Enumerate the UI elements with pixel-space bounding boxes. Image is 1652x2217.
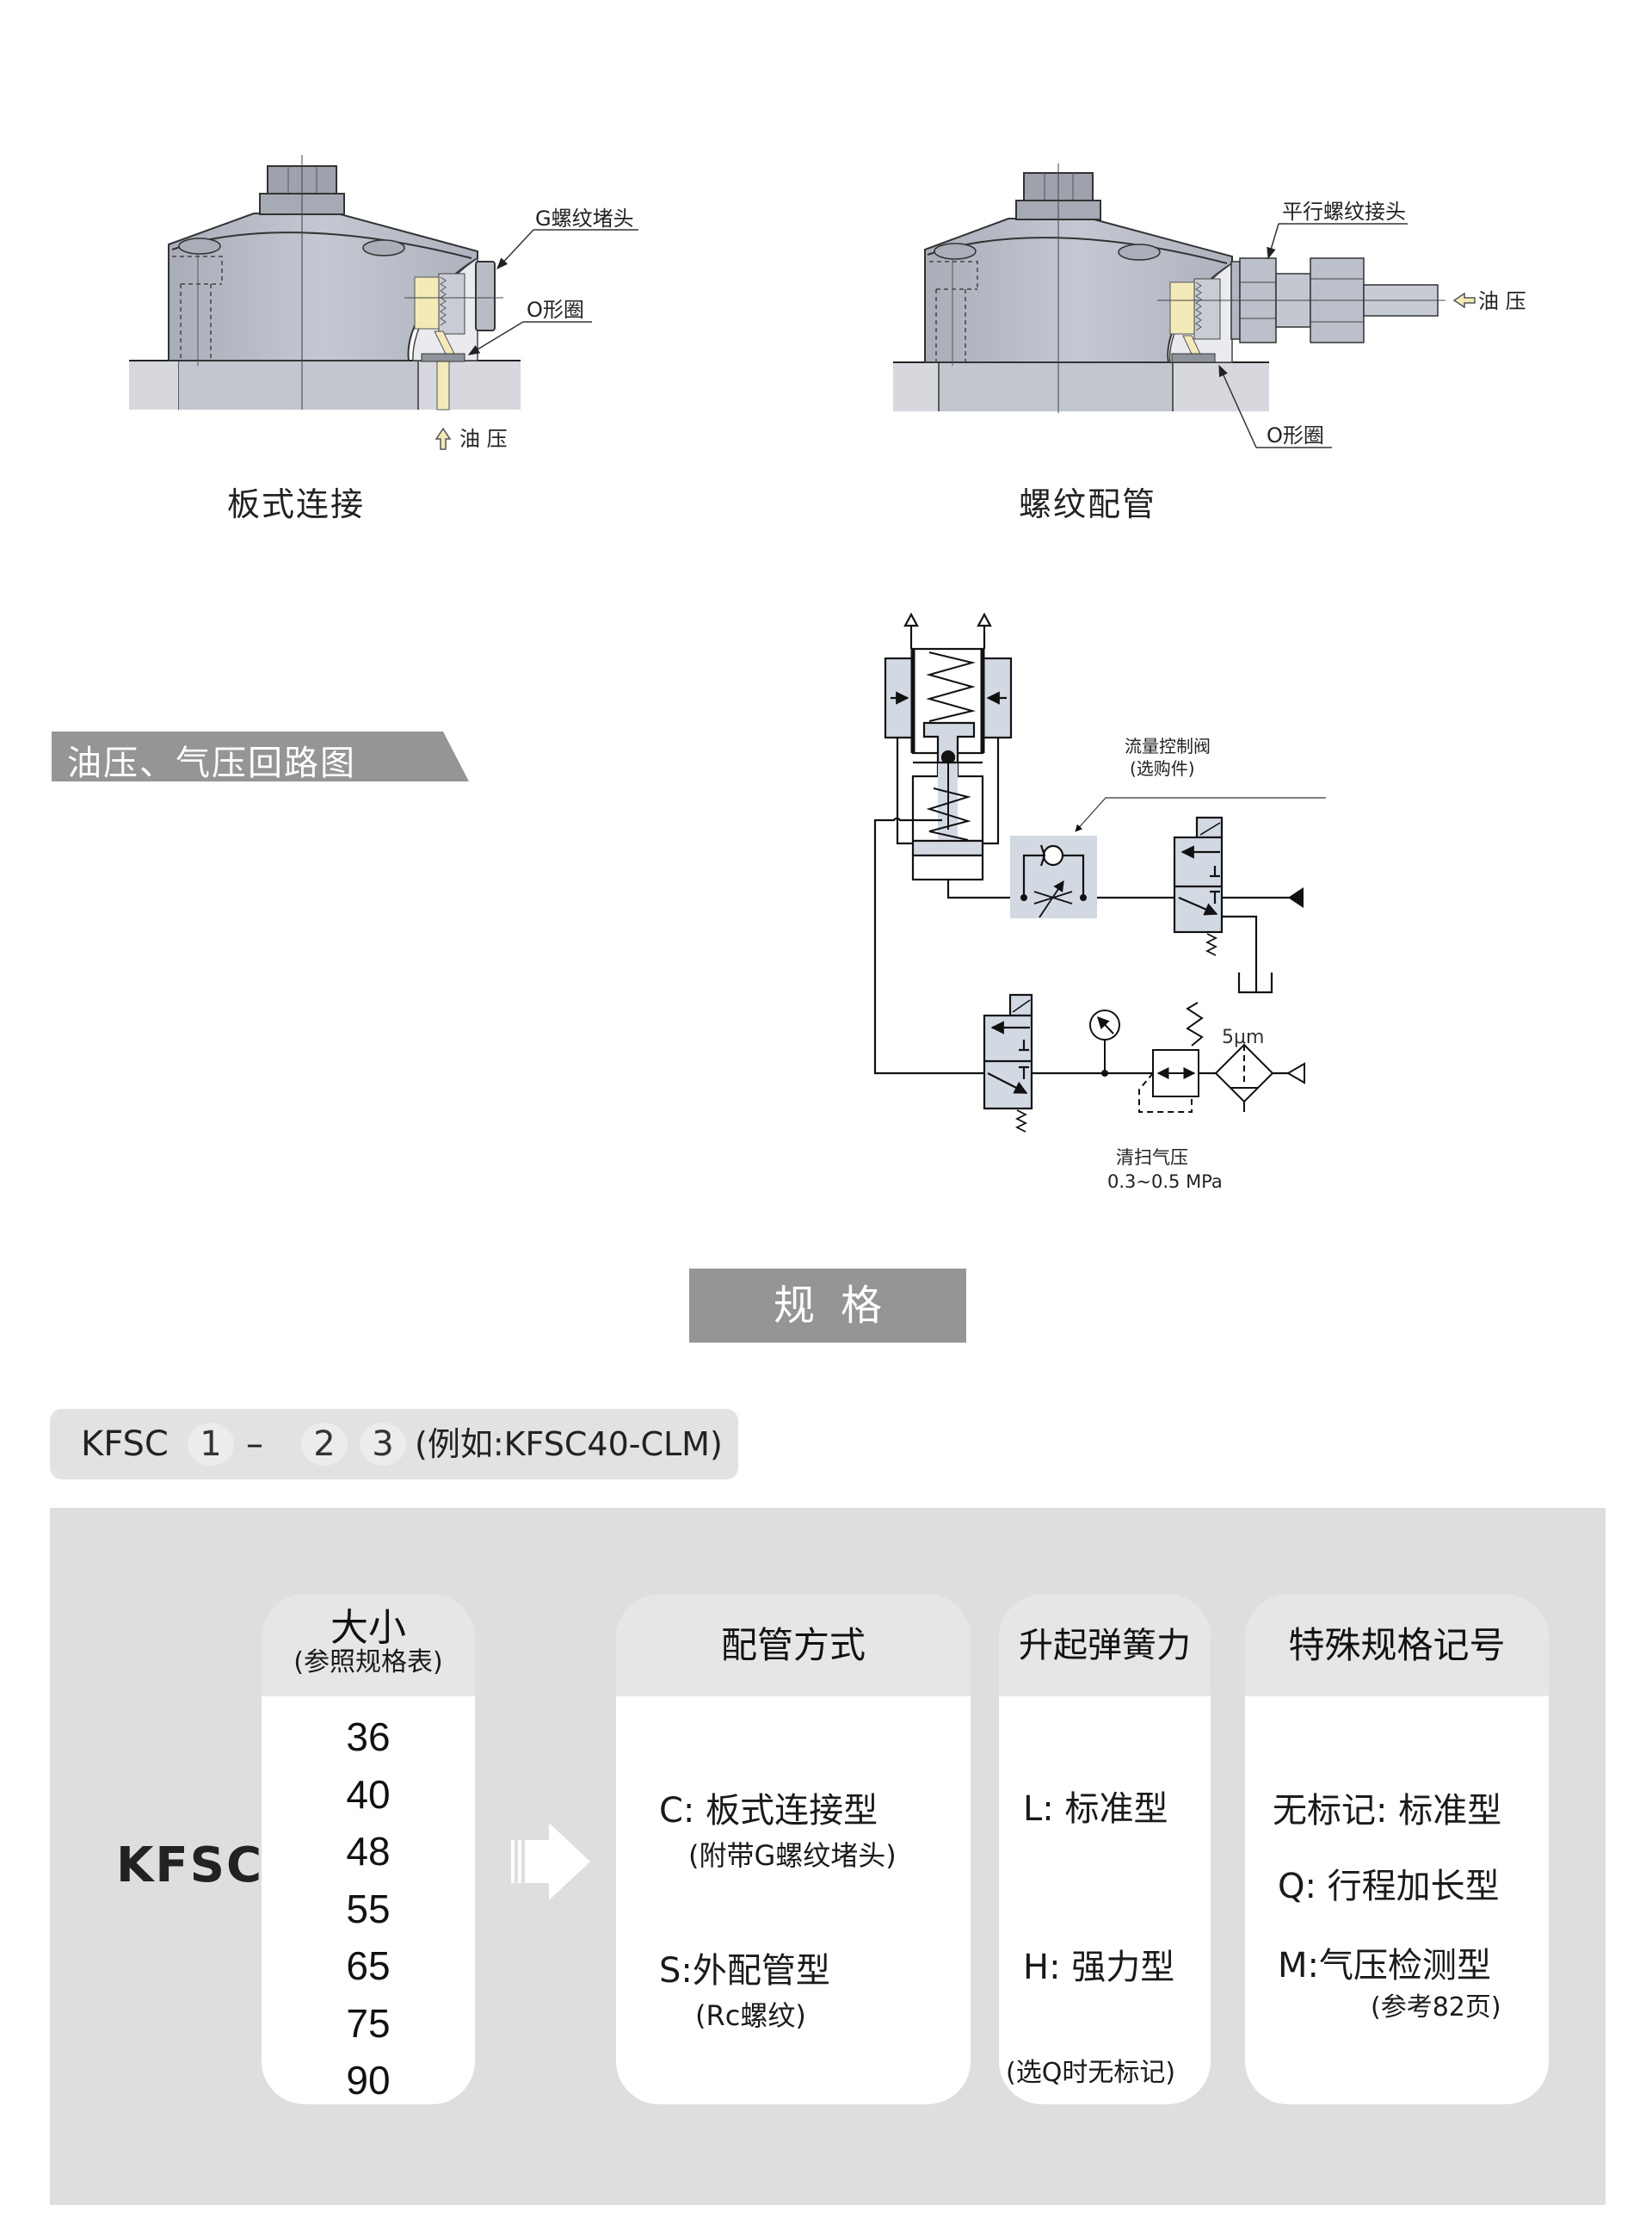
spring-note: (选Q时无标记) xyxy=(1006,2058,1176,2088)
subplate-caption: 板式连接 xyxy=(227,485,366,523)
piping-option-s-note: (Rc螺纹) xyxy=(695,1999,806,2032)
air-filter xyxy=(1214,1043,1274,1112)
special-option-m-note: (参考82页) xyxy=(1371,1992,1501,2022)
pressure-regulator xyxy=(1138,1002,1204,1113)
pneumatic-solenoid-valve xyxy=(983,993,1033,1133)
size-option: 90 xyxy=(346,2058,391,2103)
spec-section-title: 规格 xyxy=(689,1269,966,1343)
size-option: 36 xyxy=(346,1714,391,1759)
piping-option-s: S:外配管型 xyxy=(659,1951,830,1991)
size-header: 大小 xyxy=(330,1606,406,1650)
hydraulic-solenoid-valve xyxy=(1173,816,1224,956)
piping-header: 配管方式 xyxy=(720,1624,866,1666)
oil-pressure-label: 油 压 xyxy=(459,427,508,451)
flow-valve-label: 流量控制阀 xyxy=(1125,736,1211,756)
oil-arrow-left-icon xyxy=(1452,292,1476,309)
special-spec-card: 特殊规格记号 无标记: 标准型 Q: 行程加长型 M:气压检测型 (参考82页) xyxy=(1245,1595,1549,2104)
filter-rating-label: 5μm xyxy=(1222,1027,1264,1048)
g-thread-plug xyxy=(475,261,496,331)
model-example: (例如:KFSC40-CLM) xyxy=(415,1425,723,1463)
purge-pressure-label: 清扫气压 xyxy=(1116,1147,1188,1168)
model-slot-1: 1 xyxy=(188,1423,234,1466)
size-option: 55 xyxy=(346,1886,391,1931)
oil-arrow-up-icon xyxy=(435,427,452,450)
spring-header: 升起弹簧力 xyxy=(1019,1626,1191,1665)
size-list: 36 40 48 55 65 75 90 xyxy=(262,1708,475,2104)
exhaust-port-icon xyxy=(903,612,919,649)
threaded-caption: 螺纹配管 xyxy=(1019,485,1157,523)
model-slot-2: 2 xyxy=(301,1423,348,1466)
pressure-gauge-icon xyxy=(1089,1010,1120,1073)
circuit-section-banner: 油压、气压回路图 xyxy=(52,732,469,783)
size-card-header: 大小 (参照规格表) xyxy=(262,1595,475,1696)
size-card: 大小 (参照规格表) 36 40 48 55 65 75 90 xyxy=(262,1595,475,2104)
special-option-none: 无标记: 标准型 xyxy=(1273,1791,1502,1831)
exhaust-port-icon xyxy=(977,612,992,649)
hydraulic-source-icon xyxy=(1288,887,1304,908)
oring-label: O形圈 xyxy=(1267,423,1324,448)
air-source-icon xyxy=(1286,1062,1305,1084)
special-option-m: M:气压检测型 xyxy=(1278,1946,1491,1985)
model-label: KFSC xyxy=(116,1837,264,1893)
size-subheader: (参照规格表) xyxy=(293,1647,443,1677)
special-option-q: Q: 行程加长型 xyxy=(1278,1867,1500,1906)
model-dash: – xyxy=(246,1424,263,1464)
flow-valve-note: (选购件) xyxy=(1130,758,1195,779)
size-option: 48 xyxy=(346,1829,391,1874)
piping-option-c-note: (附带G螺纹堵头) xyxy=(688,1839,897,1872)
subplate-connection-figure: G螺纹堵头 O形圈 油 压 xyxy=(129,155,638,451)
arrow-right-icon xyxy=(511,1823,590,1900)
special-header: 特殊规格记号 xyxy=(1288,1624,1506,1666)
circuit-diagram: 流量控制阀 (选购件) xyxy=(873,612,1326,1192)
spring-option-h: H: 强力型 xyxy=(1023,1948,1175,1987)
threaded-piping-figure: 平行螺纹接头 O形圈 油 压 xyxy=(893,164,1526,448)
piping-card: 配管方式 C: 板式连接型 (附带G螺纹堵头) S:外配管型 (Rc螺纹) xyxy=(616,1595,971,2104)
purge-range-label: 0.3~0.5 MPa xyxy=(1107,1171,1223,1192)
model-slot-3: 3 xyxy=(360,1423,406,1466)
oil-pressure-label: 油 压 xyxy=(1478,289,1526,313)
model-prefix: KFSC xyxy=(81,1424,169,1464)
size-option: 65 xyxy=(346,1943,391,1988)
size-option: 40 xyxy=(346,1771,391,1817)
oring-label: O形圈 xyxy=(527,298,584,322)
g-plug-label: G螺纹堵头 xyxy=(535,207,634,231)
piping-option-c: C: 板式连接型 xyxy=(659,1791,878,1831)
size-option: 75 xyxy=(346,2000,391,2046)
circuit-section-title: 油压、气压回路图 xyxy=(67,744,356,783)
model-code-format: KFSC 1 – 2 3 (例如:KFSC40-CLM) xyxy=(50,1409,738,1479)
spring-card: 升起弹簧力 L: 标准型 H: 强力型 (选Q时无标记) xyxy=(999,1595,1211,2104)
spring-option-l: L: 标准型 xyxy=(1023,1789,1168,1829)
fitting-label: 平行螺纹接头 xyxy=(1282,200,1406,224)
